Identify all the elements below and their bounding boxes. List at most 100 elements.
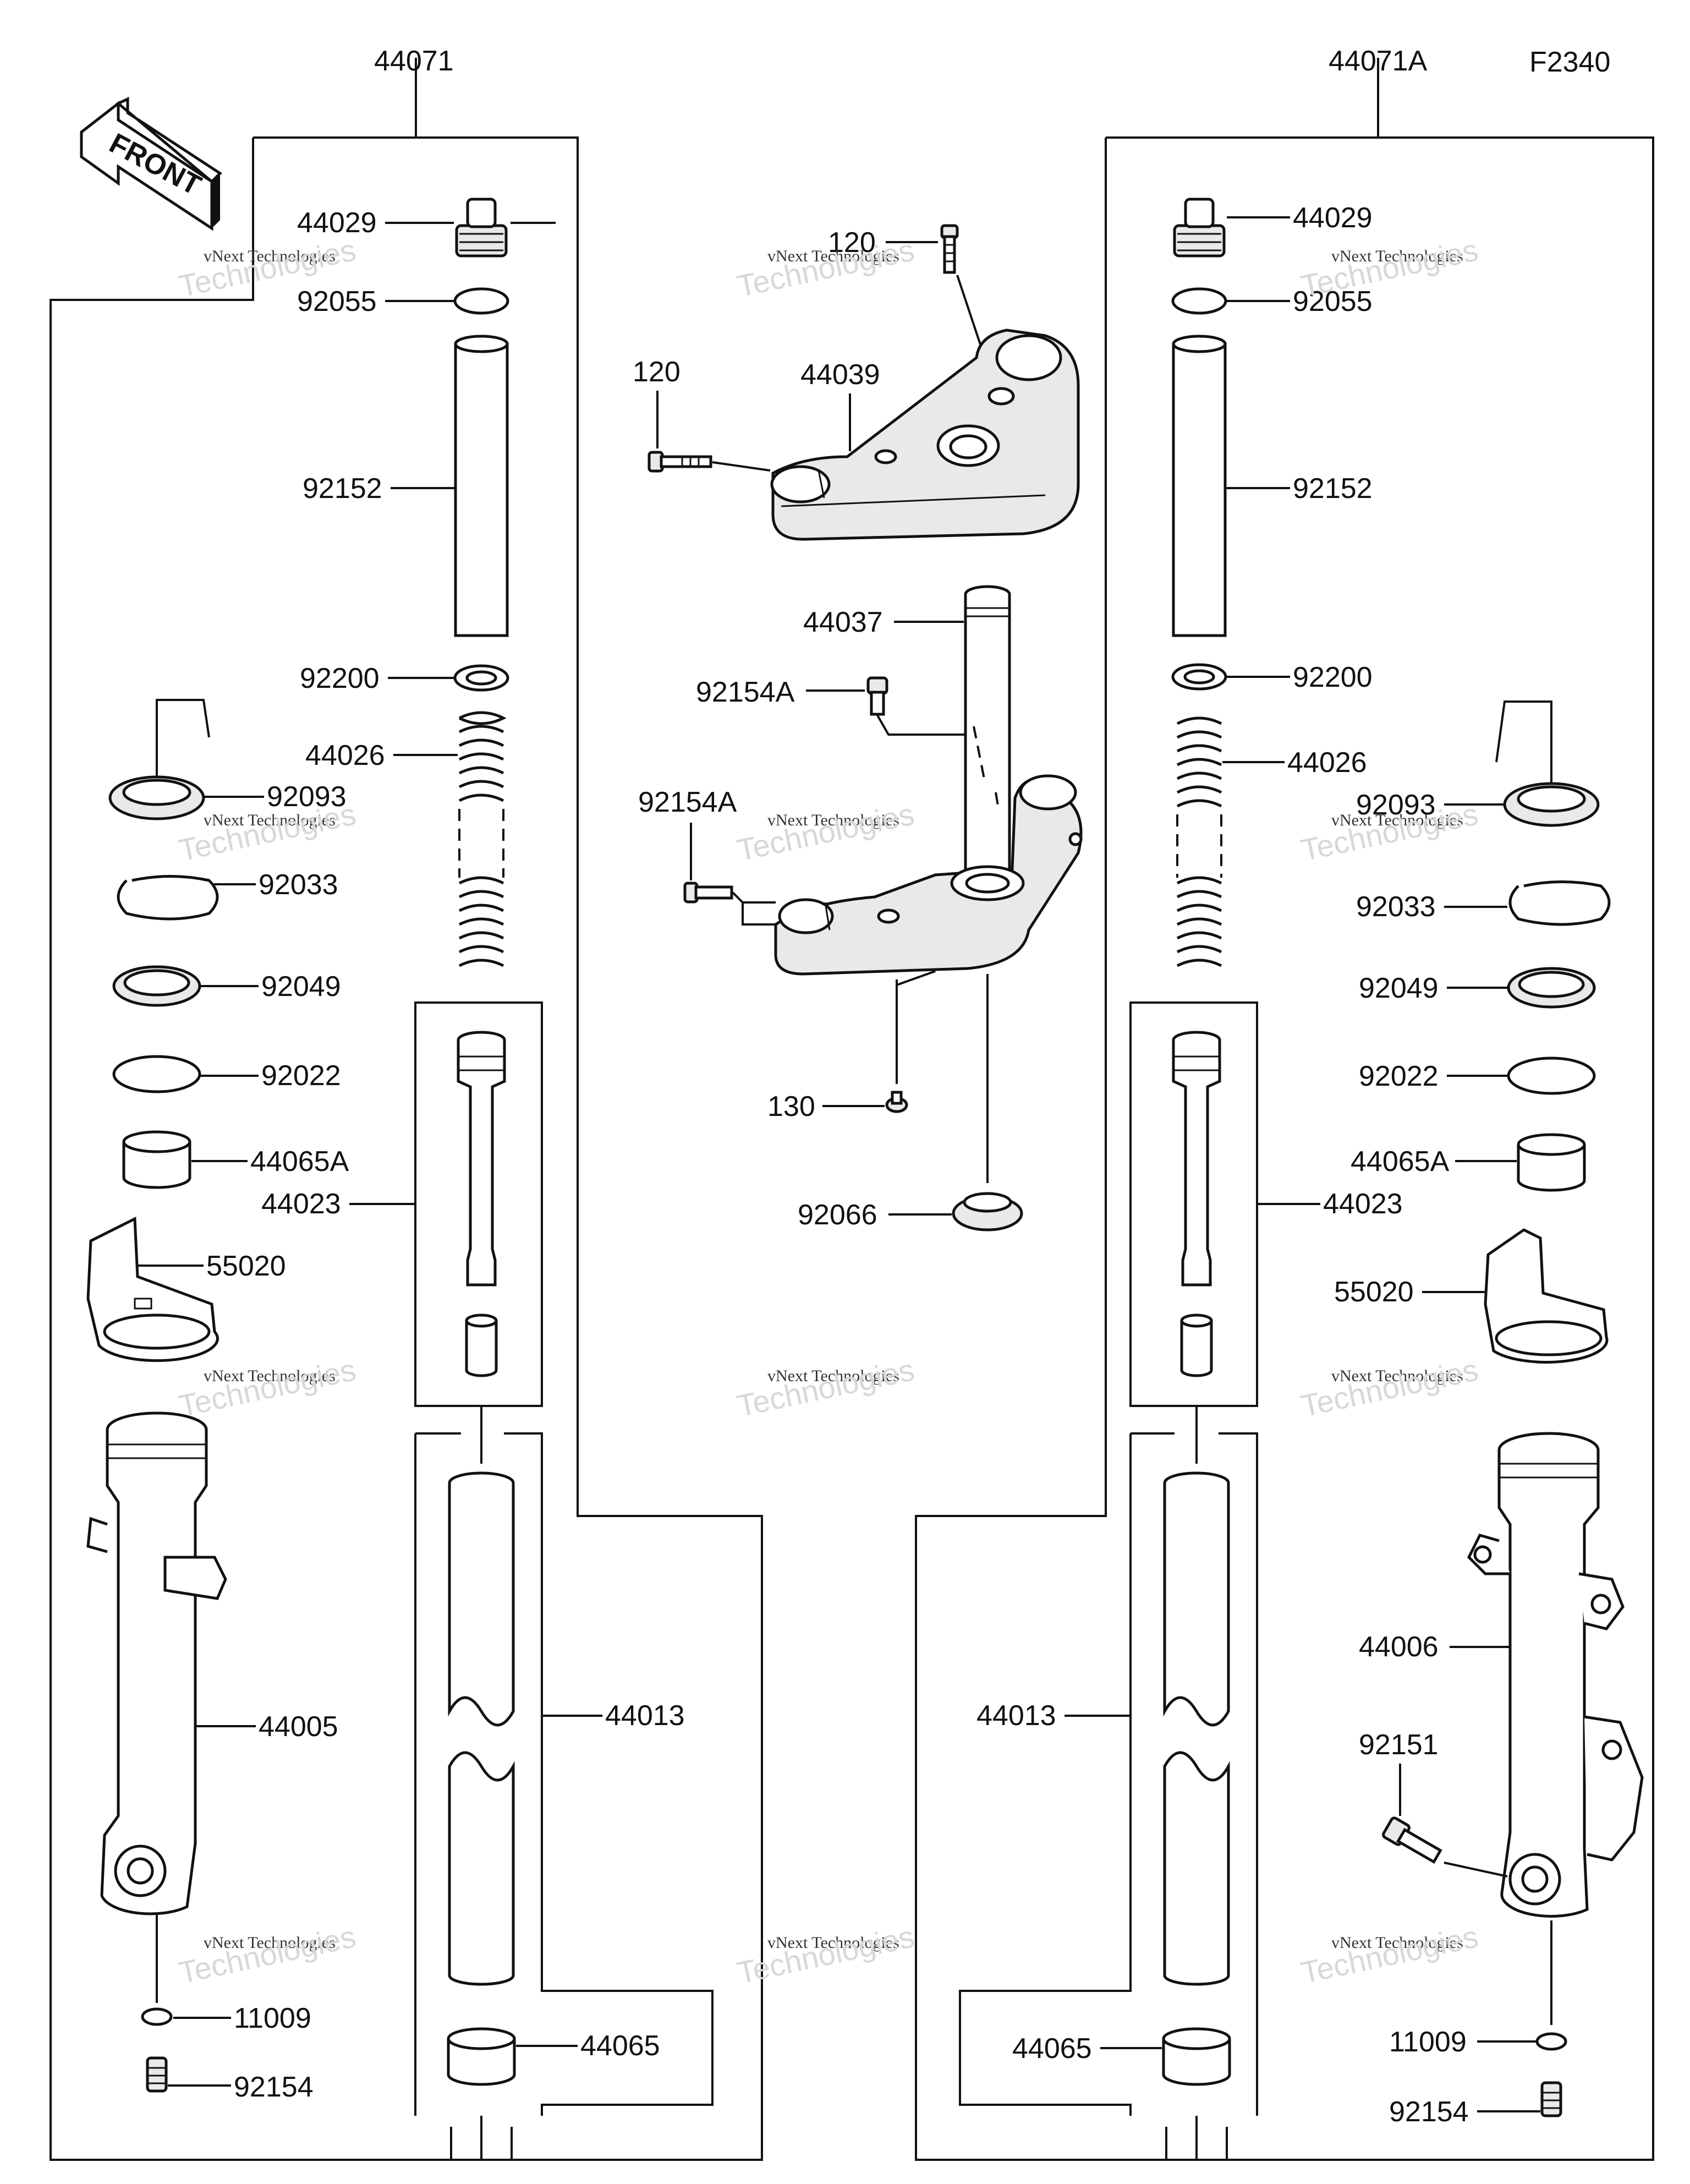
label-92154A-side: 92154A — [638, 786, 737, 818]
fork-cap-bolt-left — [455, 198, 508, 258]
watermark-text: vNext Technologies — [767, 247, 899, 265]
label-92022-right: 92022 — [1359, 1060, 1439, 1092]
label-92152-left: 92152 — [303, 473, 382, 505]
bolt-92154-left — [146, 2056, 168, 2093]
left-assembly-label: 44071 — [374, 45, 454, 77]
watermark-text: vNext Technologies — [1331, 811, 1463, 829]
gasket-11009-right — [1535, 2032, 1567, 2051]
label-92066: 92066 — [798, 1199, 877, 1231]
label-44039: 44039 — [800, 359, 880, 391]
upper-triple-clamp — [770, 329, 1080, 541]
right-sub-boxes — [959, 1001, 1258, 2160]
label-44023-left: 44023 — [261, 1188, 341, 1220]
label-44026-left: 44026 — [305, 740, 385, 771]
label-92200-left: 92200 — [300, 663, 380, 694]
o-ring-right — [1171, 287, 1227, 315]
label-11009-right: 11009 — [1389, 2026, 1467, 2058]
bolt-130 — [885, 1091, 908, 1113]
label-44005-left: 44005 — [259, 1711, 338, 1743]
label-11009-left: 11009 — [234, 2002, 311, 2034]
label-44065-right: 44065 — [1012, 2033, 1092, 2065]
watermark-text: vNext Technologies — [204, 247, 336, 265]
watermark-faint: Technologies — [175, 1919, 359, 1990]
bolt-120 — [648, 451, 712, 473]
watermark-text: vNext Technologies — [204, 1367, 336, 1385]
fork-cover-right — [1484, 1228, 1609, 1364]
retaining-clip-left — [117, 875, 219, 921]
label-92055-right: 92055 — [1293, 286, 1373, 318]
label-44065A-right: 44065A — [1351, 1146, 1450, 1178]
label-92151-right: 92151 — [1359, 1729, 1439, 1761]
label-44013-right: 44013 — [976, 1700, 1056, 1732]
inner-tube-left — [448, 1471, 515, 1986]
label-92022-left: 92022 — [261, 1060, 341, 1092]
label-92093-right: 92093 — [1356, 789, 1436, 821]
label-44065A-left: 44065A — [250, 1146, 349, 1178]
inner-tube-right — [1163, 1471, 1230, 1986]
label-92055-left: 92055 — [297, 286, 377, 318]
label-92033-right: 92033 — [1356, 891, 1436, 923]
fork-cap-bolt-right — [1173, 198, 1226, 258]
label-44026-right: 44026 — [1287, 747, 1367, 779]
fork-cover-left — [86, 1217, 219, 1362]
label-44029-left: 44029 — [297, 207, 377, 239]
label-92049-right: 92049 — [1359, 972, 1439, 1004]
watermark-faint: Technologies — [1298, 1352, 1481, 1424]
watermark-faint: Technologies — [734, 232, 917, 304]
watermark-faint: Technologies — [734, 796, 917, 868]
gasket-11009-left — [141, 2007, 173, 2026]
label-44006-right: 44006 — [1359, 1631, 1439, 1663]
guide-bushing-left — [122, 1130, 191, 1189]
watermark-faint: Technologies — [175, 1352, 359, 1424]
label-92033-left: 92033 — [259, 869, 338, 901]
watermark-faint: Technologies — [1298, 232, 1481, 304]
label-120-top: 120 — [828, 227, 876, 259]
watermark-text: vNext Technologies — [767, 1934, 899, 1952]
bolt-92154-right — [1540, 2081, 1562, 2117]
label-92154-right: 92154 — [1389, 2096, 1469, 2128]
label-44037: 44037 — [803, 606, 883, 638]
spacer-tube-left — [454, 335, 509, 637]
label-130: 130 — [767, 1091, 815, 1123]
watermark-faint: Technologies — [1298, 1919, 1481, 1990]
washer-left — [453, 664, 509, 692]
fork-spring-left — [458, 711, 507, 967]
watermark-text: vNext Technologies — [204, 1934, 336, 1952]
watermark-text: vNext Technologies — [767, 1367, 899, 1385]
label-55020-right: 55020 — [1334, 1276, 1414, 1308]
fork-spring-right — [1176, 716, 1222, 967]
retaining-clip-right — [1508, 880, 1611, 926]
damper-rod-right — [1172, 1031, 1221, 1377]
slide-bushing-left — [447, 2027, 516, 2086]
left-assembly-outline — [50, 58, 763, 2161]
o-ring-left — [453, 287, 509, 315]
watermark-text: vNext Technologies — [1331, 1934, 1463, 1952]
label-44013-left: 44013 — [605, 1700, 685, 1732]
bolt-92151-right — [1382, 1816, 1442, 1864]
label-92154A-upper: 92154A — [696, 676, 795, 708]
watermark-text: vNext Technologies — [767, 811, 899, 829]
right-assembly-label: 44071A — [1329, 45, 1428, 77]
guide-bushing-right — [1517, 1133, 1586, 1192]
label-120: 120 — [633, 356, 681, 388]
slide-bushing-right — [1162, 2027, 1231, 2086]
left-sub-boxes — [414, 1001, 714, 2160]
front-direction-arrow: FRONT — [80, 97, 222, 231]
watermark-faint: Technologies — [734, 1352, 917, 1424]
watermark-text: vNext Technologies — [204, 811, 336, 829]
outer-tube-right — [1467, 1432, 1644, 1918]
dust-seal-right — [1495, 700, 1600, 827]
watermark-text: vNext Technologies — [1331, 1367, 1463, 1385]
steering-stem-lower-clamp — [774, 585, 1083, 976]
dust-seal-left — [108, 699, 210, 820]
right-assembly-outline — [915, 58, 1654, 2161]
oil-seal-left — [112, 965, 201, 1007]
washer-right — [1171, 663, 1227, 691]
bolt-92154A-side — [683, 882, 733, 904]
label-92200-right: 92200 — [1293, 661, 1373, 693]
watermark-text: vNext Technologies — [1331, 247, 1463, 265]
label-92093-left: 92093 — [267, 781, 347, 813]
stem-seal-92066 — [952, 1192, 1023, 1231]
label-44023-right: 44023 — [1323, 1188, 1403, 1220]
